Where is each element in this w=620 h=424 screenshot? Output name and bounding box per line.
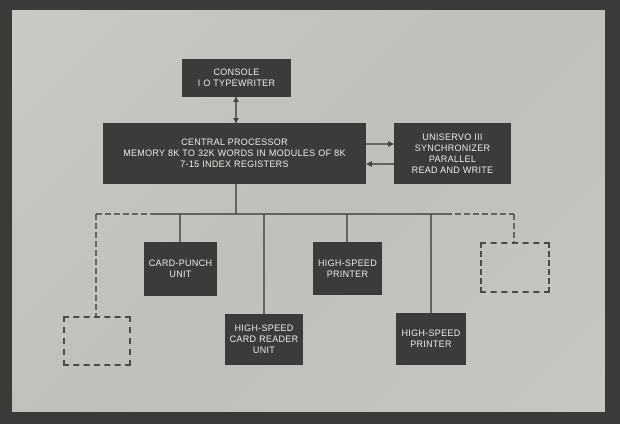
card-reader-line-1: HIGH-SPEED xyxy=(234,323,294,333)
printer-box-2: HIGH-SPEED PRINTER xyxy=(396,313,466,365)
printer-2-sublabel: PRINTER xyxy=(410,339,452,349)
printer-2-label: HIGH-SPEED xyxy=(401,328,461,338)
arrowhead-up xyxy=(233,97,239,102)
console-sublabel: I O TYPEWRITER xyxy=(197,78,276,88)
printer-1-label: HIGH-SPEED xyxy=(317,257,377,268)
arrowhead-down xyxy=(233,118,239,123)
cpu-memory: MEMORY 8K TO 32K WORDS IN MODULES OF 8K xyxy=(123,148,346,158)
card-punch-label: CARD-PUNCH xyxy=(148,258,213,268)
console-box: CONSOLE I O TYPEWRITER xyxy=(182,59,291,97)
cpu-title: CENTRAL PROCESSOR xyxy=(181,137,288,147)
arrowhead-left xyxy=(366,161,372,167)
central-processor-box: CENTRAL PROCESSOR MEMORY 8K TO 32K WORDS… xyxy=(103,123,366,184)
cpu-registers: 7-15 INDEX REGISTERS xyxy=(180,159,289,169)
printer-1-sublabel: PRINTER xyxy=(326,268,369,279)
uniservo-title: UNISERVO III xyxy=(422,131,483,142)
console-label: CONSOLE xyxy=(213,67,260,77)
card-reader-line-3: UNIT xyxy=(252,345,276,355)
optional-unit-left xyxy=(63,316,131,366)
uniservo-line-3: PARALLEL xyxy=(428,153,477,164)
card-punch-sublabel: UNIT xyxy=(169,269,192,279)
arrowhead-right xyxy=(388,141,394,147)
diagram-panel xyxy=(12,10,605,412)
uniservo-line-2: SYNCHRONIZER xyxy=(414,142,491,153)
printer-box-1: HIGH-SPEED PRINTER xyxy=(313,242,382,295)
card-reader-box: HIGH-SPEED CARD READER UNIT xyxy=(225,314,303,365)
card-reader-line-2: CARD READER xyxy=(229,334,299,344)
optional-unit-right xyxy=(480,242,550,293)
card-punch-box: CARD-PUNCH UNIT xyxy=(144,242,217,296)
uniservo-box: UNISERVO III SYNCHRONIZER PARALLEL READ … xyxy=(394,123,511,184)
uniservo-line-4: READ AND WRITE xyxy=(411,164,494,175)
